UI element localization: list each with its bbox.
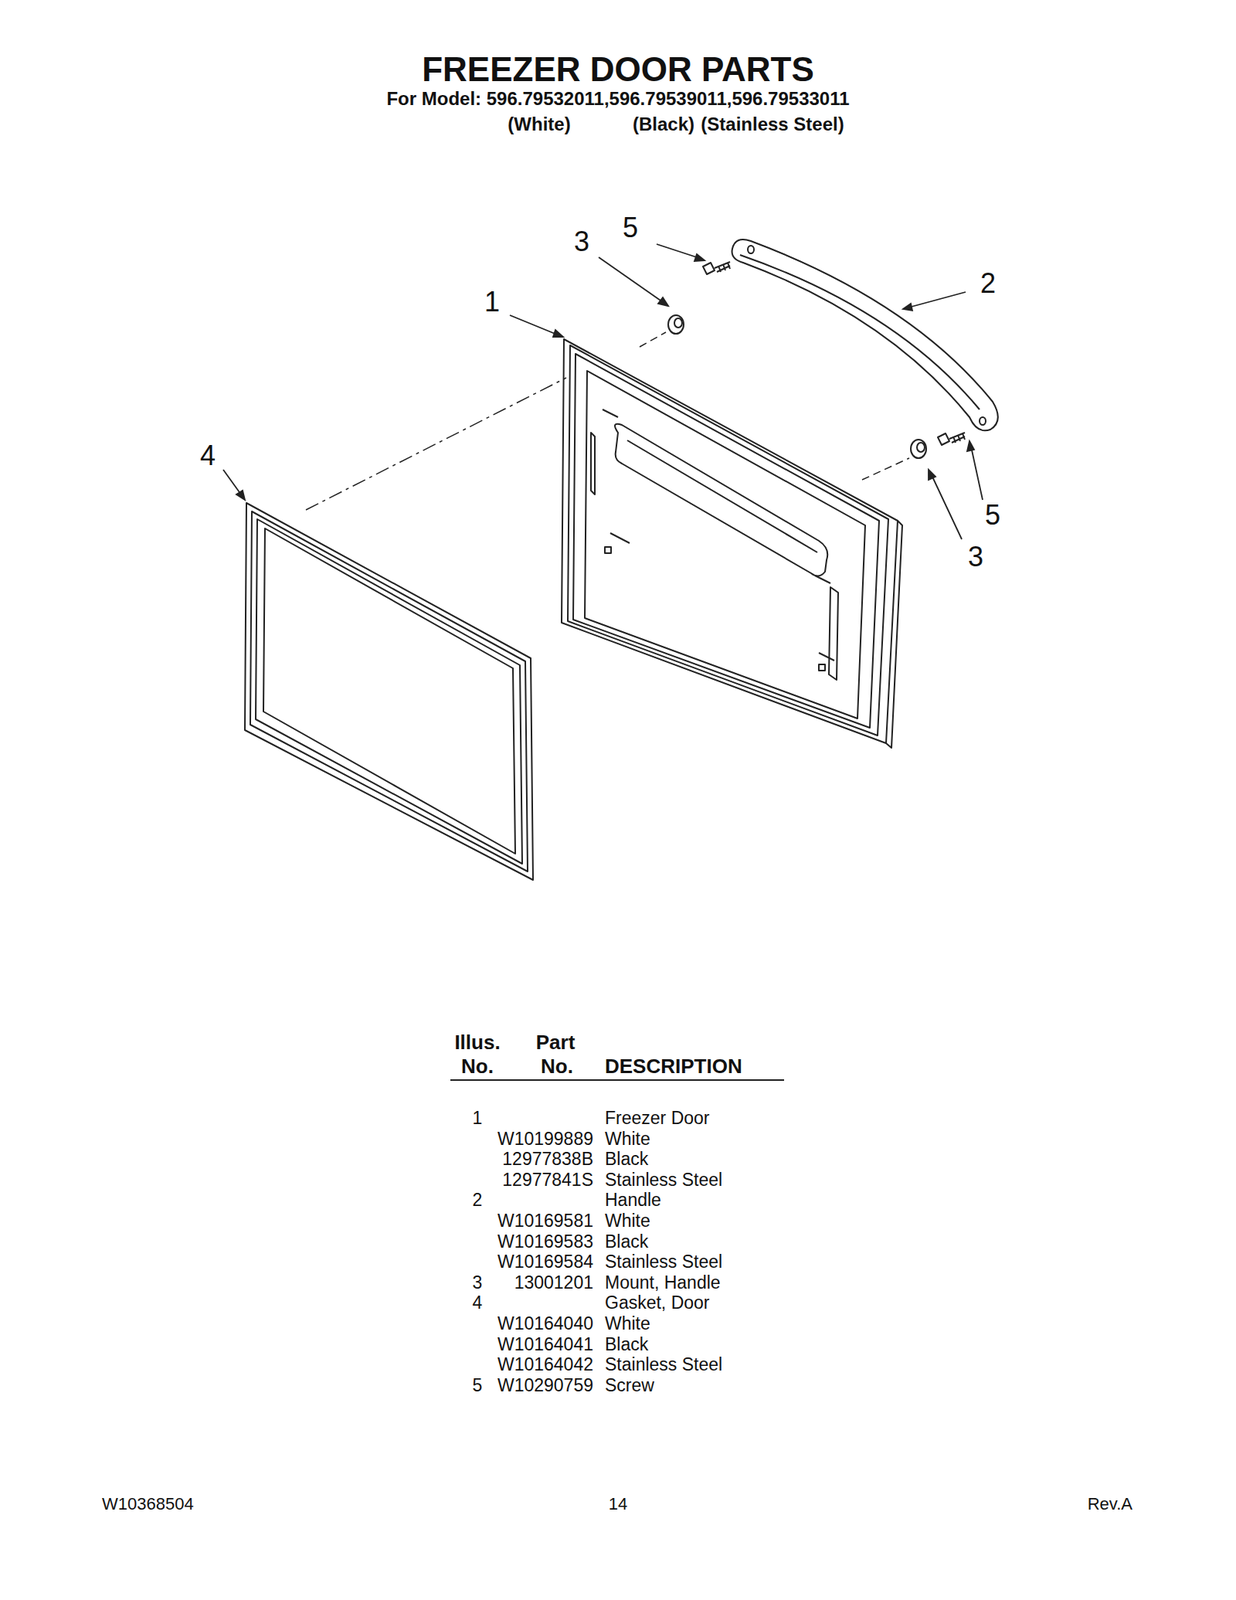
description: Handle	[604, 1191, 662, 1211]
illus-number: 5	[472, 1375, 483, 1396]
door-handle	[732, 239, 999, 431]
color-variant: (White)	[507, 114, 571, 135]
table-header: Illus.	[454, 1031, 500, 1054]
part-number: W10164040	[497, 1314, 594, 1334]
table-header: Part	[536, 1031, 576, 1054]
handle-mount	[668, 315, 927, 459]
callout-number: 3	[967, 541, 984, 573]
table-rule	[450, 1079, 785, 1081]
table-header: DESCRIPTION	[604, 1055, 743, 1078]
description: Gasket, Door	[604, 1293, 710, 1314]
description: Black	[604, 1232, 649, 1252]
description: Mount, Handle	[604, 1273, 721, 1293]
color-variant: (Black)	[632, 114, 695, 135]
footer-text: Rev.A	[1087, 1494, 1133, 1514]
alignment-line	[305, 332, 910, 510]
part-number: W10164042	[497, 1355, 594, 1376]
callout-number: 5	[984, 499, 1001, 531]
callout-number: 4	[200, 440, 216, 472]
part-number: 13001201	[514, 1273, 594, 1293]
part-number: W10164041	[497, 1334, 594, 1355]
color-variant: (Stainless Steel)	[700, 114, 844, 135]
part-number: W10199889	[497, 1129, 594, 1149]
callout-number: 2	[980, 268, 996, 299]
screw	[702, 261, 965, 445]
leader-line	[223, 244, 983, 540]
illus-number: 2	[472, 1191, 483, 1211]
footer-text: W10368504	[101, 1494, 194, 1514]
table-header: No.	[540, 1055, 574, 1078]
freezer-door	[561, 339, 903, 748]
part-number: 12977841S	[502, 1170, 594, 1190]
part-number: W10169583	[497, 1232, 594, 1252]
callout-number: 3	[573, 226, 590, 258]
description: Black	[604, 1334, 649, 1355]
description: White	[604, 1129, 651, 1149]
page-title: FREEZER DOOR PARTS	[421, 50, 815, 89]
description: Stainless Steel	[604, 1355, 723, 1376]
illus-number: 4	[472, 1293, 483, 1314]
description: Stainless Steel	[604, 1170, 723, 1190]
page-number: 14	[608, 1494, 628, 1514]
part-number: W10169584	[497, 1252, 594, 1273]
description: White	[604, 1314, 651, 1334]
description: Screw	[604, 1375, 655, 1396]
callout-number: 5	[622, 212, 639, 244]
description: White	[604, 1211, 651, 1231]
part-number: W10290759	[497, 1375, 594, 1396]
callout-number: 1	[484, 286, 500, 318]
door-gasket	[244, 502, 534, 880]
description: Freezer Door	[604, 1108, 710, 1128]
illus-number: 3	[472, 1273, 483, 1293]
part-number: W10169581	[497, 1211, 594, 1231]
illus-number: 1	[472, 1108, 483, 1128]
table-header: No.	[461, 1055, 494, 1078]
part-number: 12977838B	[502, 1150, 594, 1170]
model-line: For Model: 596.79532011,596.79539011,596…	[386, 88, 849, 109]
description: Stainless Steel	[604, 1252, 723, 1273]
description: Black	[604, 1150, 649, 1170]
